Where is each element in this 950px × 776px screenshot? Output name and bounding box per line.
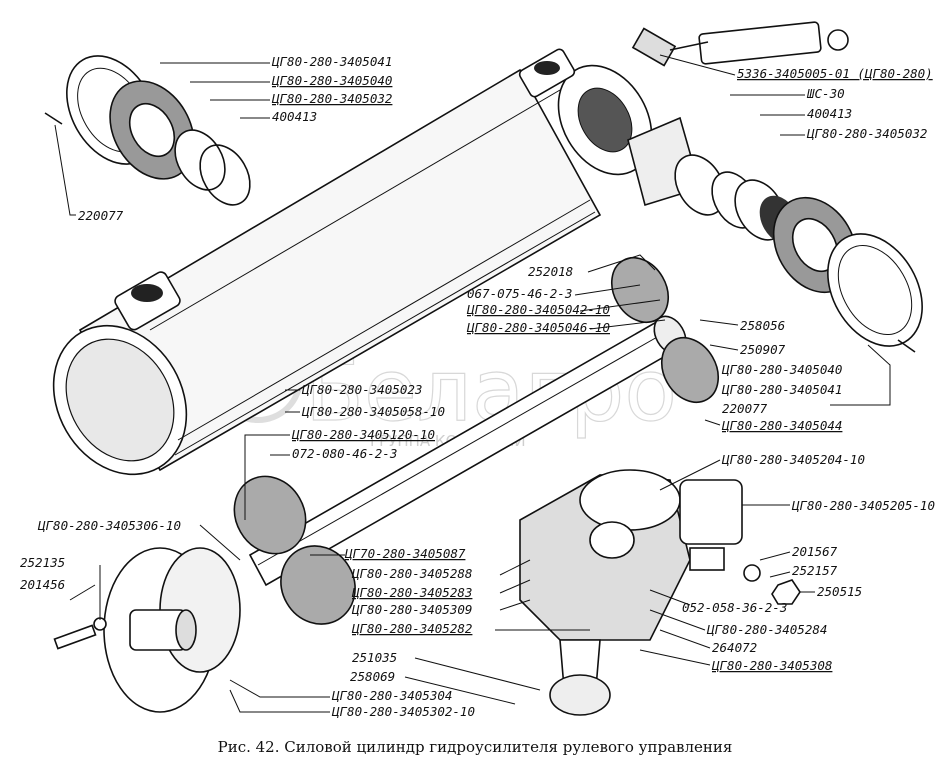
label-l29: ЦГ70-280-3405087 xyxy=(344,546,466,561)
label-l13: ЦГ80-280-3405046-10 xyxy=(466,320,610,335)
label-l32: ЦГ80-280-3405309 xyxy=(351,602,472,617)
label-l01: ЦГ80-280-3405041 xyxy=(271,54,392,69)
end-cap xyxy=(53,547,241,713)
figure-caption: Рис. 42. Силовой цилиндр гидроусилителя … xyxy=(217,738,733,756)
label-l08: 400413 xyxy=(807,106,852,121)
label-l21: ЦГ80-280-3405058-10 xyxy=(301,404,445,419)
part-labels: ЦГ80-280-3405041 ЦГ80-280-3405040 ЦГ80-2… xyxy=(20,54,935,719)
label-l25: ЦГ80-280-3405205-10 xyxy=(791,498,935,513)
label-l18: 220077 xyxy=(722,401,768,416)
label-l22: ЦГ80-280-3405120-10 xyxy=(291,427,435,442)
label-l04: 400413 xyxy=(272,109,317,124)
label-l24: ЦГ80-280-3405204-10 xyxy=(721,452,865,467)
label-l39: 264072 xyxy=(712,640,757,655)
label-l02: ЦГ80-280-3405040 xyxy=(271,73,392,88)
label-l16: ЦГ80-280-3405040 xyxy=(721,362,842,377)
label-l14: 258056 xyxy=(740,318,785,333)
label-l26: ЦГ80-280-3405306-10 xyxy=(37,518,181,533)
label-l07: ШС-30 xyxy=(806,86,845,101)
label-l06: 5336-3405005-01 (ЦГ80-280) xyxy=(737,66,933,81)
valve-housing xyxy=(519,469,801,716)
label-l10: 252018 xyxy=(528,264,573,279)
label-l31: ЦГ80-280-3405283 xyxy=(351,585,472,600)
piston-rod xyxy=(233,257,720,625)
label-l12: ЦГ80-280-3405042-10 xyxy=(466,302,610,317)
leader-lines xyxy=(54,54,891,713)
ball-joint-assembly xyxy=(631,21,849,67)
label-l35: 252157 xyxy=(792,563,838,578)
label-l09: ЦГ80-280-3405032 xyxy=(806,126,927,141)
label-l28: 201456 xyxy=(20,577,65,592)
label-l43: ЦГ80-280-3405304 xyxy=(331,688,452,703)
label-l38: ЦГ80-280-3405284 xyxy=(706,622,827,637)
label-l11: 067-075-46-2-3 xyxy=(467,286,572,301)
label-l34: 201567 xyxy=(792,544,838,559)
label-l44: ЦГ80-280-3405302-10 xyxy=(331,704,475,719)
label-l42: 258069 xyxy=(350,669,395,684)
label-l37: 052-058-36-2-3 xyxy=(682,600,787,615)
label-l33: ЦГ80-280-3405282 xyxy=(351,621,472,636)
label-l15: 250907 xyxy=(740,342,786,357)
left-seal-stack xyxy=(44,55,251,206)
label-l36: 250515 xyxy=(817,584,862,599)
label-l30: ЦГ80-280-3405288 xyxy=(351,566,472,581)
label-l17: ЦГ80-280-3405041 xyxy=(721,382,842,397)
label-l03: ЦГ80-280-3405032 xyxy=(271,91,392,106)
label-l20: ЦГ80-280-3405023 xyxy=(301,382,422,397)
label-l27: 252135 xyxy=(20,555,65,570)
cylinder-body xyxy=(52,48,653,476)
label-l05: 220077 xyxy=(78,208,124,223)
label-l40: ЦГ80-280-3405308 xyxy=(711,658,832,673)
label-l41: 251035 xyxy=(352,650,397,665)
label-l23: 072-080-46-2-3 xyxy=(292,446,397,461)
label-l19: ЦГ80-280-3405044 xyxy=(721,418,842,433)
right-seal-stack xyxy=(627,116,923,353)
